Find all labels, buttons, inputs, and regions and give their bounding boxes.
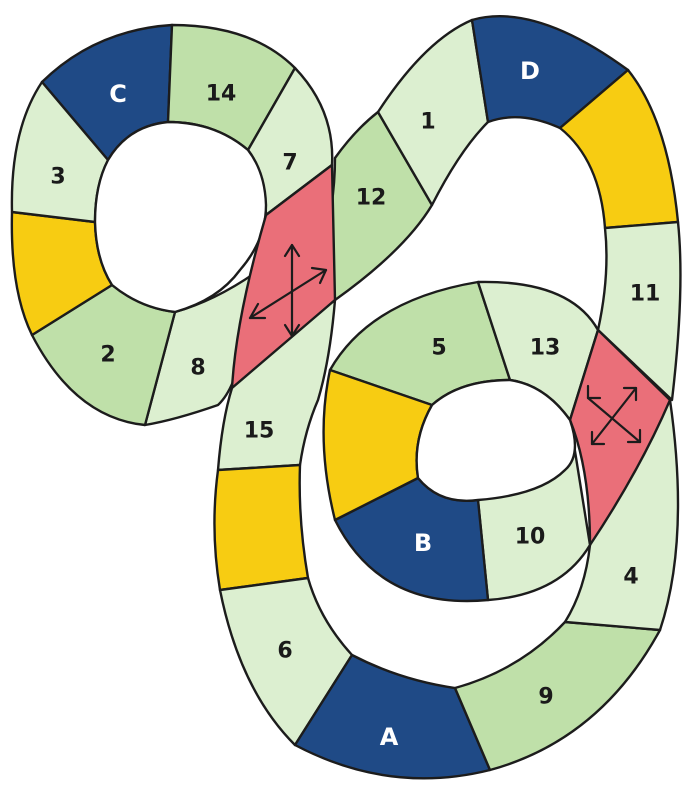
label-7: 7 [282,151,297,176]
label-11: 11 [630,282,661,307]
label-13: 13 [530,336,561,361]
label-12: 12 [356,186,387,211]
space-9[interactable] [455,622,660,770]
label-5: 5 [431,336,446,361]
label-10: 10 [515,525,546,550]
label-3: 3 [50,165,65,190]
label-2: 2 [100,343,115,368]
label-B: B [414,529,432,557]
label-9: 9 [538,685,553,710]
label-C: C [109,80,127,108]
label-15: 15 [244,419,275,444]
label-D: D [520,57,540,85]
label-4: 4 [623,565,638,590]
label-6: 6 [277,639,292,664]
label-1: 1 [420,110,435,135]
label-A: A [380,723,399,751]
label-14: 14 [206,82,237,107]
space-yellow-bottom-left[interactable] [214,465,308,590]
label-8: 8 [190,356,205,381]
